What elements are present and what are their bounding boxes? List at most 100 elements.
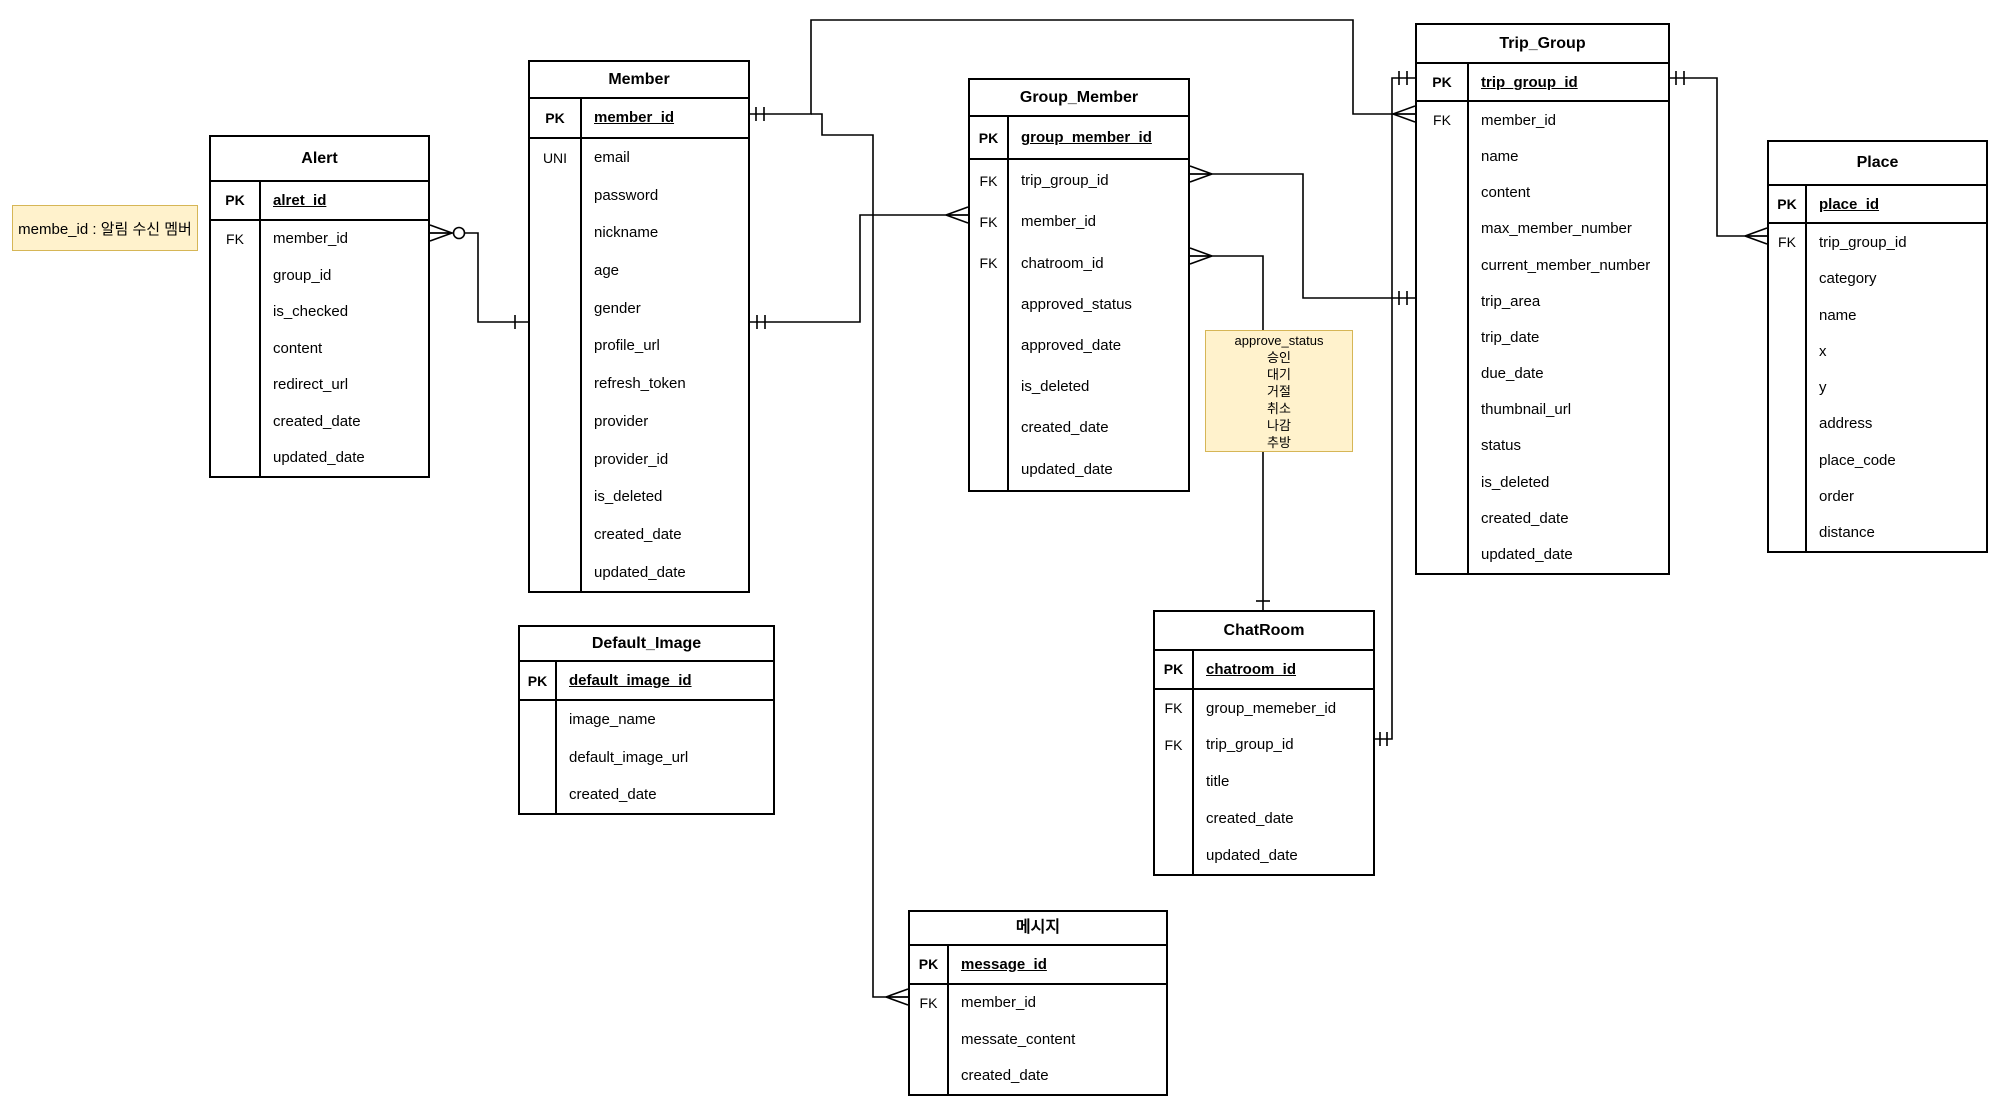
table-row: approved_status [970, 283, 1188, 325]
note-line: 추방 [1267, 434, 1291, 450]
table-row: status [1417, 427, 1668, 465]
row-key-label: FK [211, 220, 261, 257]
table-row: PK alret_id [211, 182, 428, 221]
row-field-name: updated_date [273, 449, 365, 467]
table-row: PK place_id [1769, 186, 1986, 225]
row-key-label [1417, 355, 1469, 392]
row-key-label [530, 251, 582, 290]
table-row: created_date [1417, 500, 1668, 537]
table-row: FK group_memeber_id [1155, 689, 1373, 727]
row-field-name: default_image_url [569, 748, 689, 766]
row-key-label [970, 407, 1009, 449]
rel-alert-member [429, 224, 528, 329]
entity-group-member[interactable]: Group_Member PK group_member_id FK trip_… [968, 78, 1190, 492]
row-key-label [530, 327, 582, 365]
row-key-label [910, 1057, 949, 1094]
row-field-name: content [273, 339, 323, 357]
table-row: FK member_id [1417, 102, 1668, 139]
entity-member[interactable]: Member PK member_id UNI email password n… [528, 60, 750, 593]
table-row: nickname [530, 214, 748, 252]
rel-member-message [811, 113, 909, 1006]
row-field-name: group_id [273, 266, 332, 284]
table-row: trip_area [1417, 283, 1668, 320]
row-field-name: email [594, 149, 630, 167]
table-row: category [1769, 260, 1986, 297]
rel-chatroom-trip-group [1375, 71, 1415, 746]
table-row: order [1769, 478, 1986, 515]
table-row: current_member_number [1417, 246, 1668, 284]
row-field-name: max_member_number [1481, 220, 1632, 238]
row-field-name: trip_group_id [1481, 73, 1578, 91]
row-key-label: PK [211, 182, 261, 219]
row-field-name: updated_date [1481, 546, 1573, 564]
row-key-label [1417, 427, 1469, 465]
row-key-label [1769, 369, 1807, 406]
entity-trip-group[interactable]: Trip_Group PK trip_group_id FK member_id… [1415, 23, 1670, 575]
row-field-name: refresh_token [594, 375, 686, 393]
entity-title: Member [530, 62, 748, 99]
row-field-name: trip_group_id [1206, 736, 1294, 754]
row-key-label [970, 324, 1009, 367]
row-field-name: member_id [1481, 111, 1557, 129]
row-key-label: UNI [530, 138, 582, 177]
table-row: PK chatroom_id [1155, 651, 1373, 690]
row-key-label [530, 364, 582, 403]
row-field-name: messate_content [961, 1030, 1076, 1048]
entity-place[interactable]: Place PK place_id FK trip_group_id categ… [1767, 140, 1988, 553]
entity-chatroom[interactable]: ChatRoom PK chatroom_id FK group_memeber… [1153, 610, 1375, 876]
entity-title: ChatRoom [1155, 612, 1373, 651]
row-key-label [530, 402, 582, 441]
row-key-label: FK [1769, 224, 1807, 261]
table-row: is_deleted [970, 366, 1188, 408]
table-row: created_date [970, 407, 1188, 449]
table-row: FK member_id [970, 201, 1188, 243]
row-key-label: FK [1417, 102, 1469, 139]
row-key-label [970, 366, 1009, 408]
note-text: membe_id : 알림 수신 멤버 [18, 220, 192, 238]
table-row: PK message_id [910, 946, 1166, 985]
row-key-label [530, 477, 582, 516]
row-key-label [1155, 800, 1194, 837]
table-row: updated_date [211, 439, 428, 476]
row-key-label [211, 439, 261, 476]
table-row: created_date [530, 515, 748, 554]
row-key-label [530, 553, 582, 591]
entity-default-image[interactable]: Default_Image PK default_image_id image_… [518, 625, 775, 815]
row-key-label [1417, 500, 1469, 537]
table-row: updated_date [970, 448, 1188, 490]
row-field-name: nickname [594, 224, 659, 242]
table-row: UNI email [530, 138, 748, 177]
row-field-name: created_date [594, 525, 682, 543]
row-key-label [1155, 836, 1194, 874]
table-row: created_date [1155, 800, 1373, 837]
table-row: FK member_id [211, 220, 428, 257]
table-row: is_deleted [530, 477, 748, 516]
row-field-name: gender [594, 299, 641, 317]
row-key-label: PK [520, 662, 557, 700]
note-alert-member[interactable]: membe_id : 알림 수신 멤버 [12, 205, 198, 251]
row-key-label [1417, 210, 1469, 247]
row-key-label [1417, 536, 1469, 573]
row-field-name: group_member_id [1021, 129, 1152, 147]
row-field-name: title [1206, 773, 1230, 791]
table-row: FK trip_group_id [970, 160, 1188, 202]
table-row: refresh_token [530, 364, 748, 403]
entity-alert[interactable]: Alert PK alret_id FK member_id group_id … [209, 135, 430, 478]
table-row: gender [530, 289, 748, 328]
row-key-label [211, 257, 261, 294]
row-field-name: created_date [273, 412, 361, 430]
row-key-label [1417, 464, 1469, 501]
table-row: created_date [211, 403, 428, 440]
table-row: x [1769, 333, 1986, 370]
note-line: 나감 [1267, 417, 1291, 433]
table-row: is_checked [211, 293, 428, 330]
row-field-name: updated_date [1021, 460, 1113, 478]
row-field-name: current_member_number [1481, 256, 1651, 274]
entity-message[interactable]: 메시지 PK message_id FK member_id messate_c… [908, 910, 1168, 1096]
row-field-name: updated_date [1206, 846, 1298, 864]
row-key-label [1769, 405, 1807, 443]
table-row: thumbnail_url [1417, 391, 1668, 428]
row-key-label [1417, 283, 1469, 320]
